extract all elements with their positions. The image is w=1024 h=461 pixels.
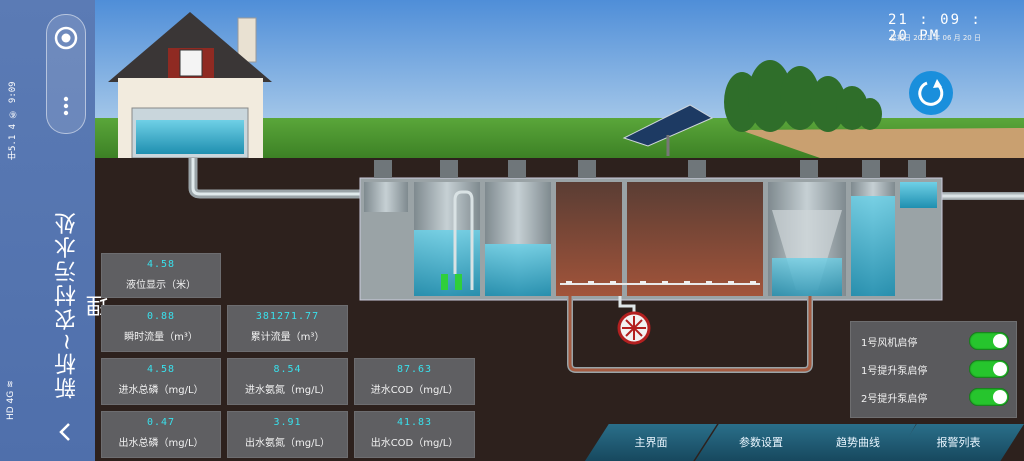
readout-value: 87.63 bbox=[396, 364, 433, 375]
tree-cluster bbox=[724, 60, 882, 132]
refresh-button[interactable] bbox=[909, 71, 953, 115]
clock-date: 星期日 2021 年 06 月 20 日 bbox=[890, 34, 981, 42]
control-fan-1: 1号风机启停 bbox=[861, 330, 1009, 352]
floating-action-pill bbox=[46, 14, 86, 134]
pump-1-toggle[interactable] bbox=[969, 360, 1009, 378]
datetime-display: 21 : 09 : 20 PM 星期日 2021 年 06 月 20 日 bbox=[888, 12, 1012, 48]
toggle-knob bbox=[993, 390, 1007, 404]
readout-level: 4.58 液位显示（米） bbox=[101, 253, 221, 298]
readout-inlet-cod: 87.63 进水COD（mg/L） bbox=[354, 358, 475, 405]
control-label: 2号提升泵启停 bbox=[861, 394, 928, 405]
solar-panel-icon bbox=[622, 104, 714, 156]
readout-label: 液位显示（米） bbox=[126, 280, 196, 291]
fan-icon bbox=[617, 311, 651, 345]
readout-label: 进水总磷（mg/L） bbox=[118, 385, 204, 396]
tab-background bbox=[893, 424, 1024, 461]
control-panel: 1号风机启停 1号提升泵启停 2号提升泵启停 bbox=[850, 321, 1017, 418]
control-label: 1号提升泵启停 bbox=[861, 366, 928, 377]
readout-outlet-cod: 41.83 出水COD（mg/L） bbox=[354, 411, 475, 458]
control-pump-1: 1号提升泵启停 bbox=[861, 358, 1009, 380]
readout-outlet-nh3: 3.91 出水氨氮（mg/L） bbox=[227, 411, 348, 458]
lift-pump-1 bbox=[441, 274, 462, 290]
control-label: 1号风机启停 bbox=[861, 338, 918, 349]
tab-label: 参数设置 bbox=[739, 436, 783, 449]
readout-label: 出水总磷（mg/L） bbox=[118, 438, 204, 449]
readout-value: 0.88 bbox=[146, 311, 176, 322]
tab-main[interactable]: 主界面 bbox=[585, 424, 717, 461]
app-title: 新析~农村污水处理 bbox=[55, 210, 112, 400]
readout-label: 出水COD（mg/L） bbox=[370, 438, 459, 449]
readout-total-flow: 381271.77 累计流量（m³） bbox=[227, 305, 348, 352]
control-pump-2: 2号提升泵启停 bbox=[861, 386, 1009, 408]
refresh-icon bbox=[918, 79, 944, 106]
readout-label: 进水氨氮（mg/L） bbox=[244, 385, 331, 396]
fan-1-toggle[interactable] bbox=[969, 332, 1009, 350]
readout-value: 8.54 bbox=[273, 364, 302, 375]
chevron-down-icon[interactable] bbox=[53, 420, 77, 444]
readout-label: 出水氨氮（mg/L） bbox=[244, 438, 331, 449]
network-status-text: HD 4G ≋ bbox=[6, 380, 16, 420]
sidebar: 中5.1 4 ⑥ 9:09 新析~农村污水处理 HD 4G ≋ bbox=[0, 0, 112, 461]
pump-2-toggle[interactable] bbox=[969, 388, 1009, 406]
readout-outlet-tp: 0.47 出水总磷（mg/L） bbox=[101, 411, 221, 458]
toggle-knob bbox=[993, 334, 1007, 348]
readout-value: 0.47 bbox=[146, 417, 176, 428]
tab-background bbox=[800, 424, 916, 461]
house-icon bbox=[108, 12, 272, 160]
tab-label: 报警列表 bbox=[936, 436, 981, 449]
readout-value: 4.58 bbox=[146, 259, 176, 270]
readout-label: 累计流量（m³） bbox=[250, 332, 325, 343]
tab-background bbox=[585, 424, 717, 461]
readout-value: 381271.77 bbox=[255, 311, 320, 322]
readout-label: 瞬时流量（m³） bbox=[124, 332, 198, 343]
tab-label: 趋势曲线 bbox=[836, 436, 880, 449]
status-bar-text: 中5.1 4 ⑥ 9:09 bbox=[8, 81, 18, 160]
tab-alarms[interactable]: 报警列表 bbox=[893, 424, 1024, 461]
readout-inlet-tp: 4.58 进水总磷（mg/L） bbox=[101, 358, 221, 405]
readout-instant-flow: 0.88 瞬时流量（m³） bbox=[101, 305, 221, 352]
readout-value: 41.83 bbox=[396, 417, 433, 428]
readout-label: 进水COD（mg/L） bbox=[370, 385, 459, 396]
circle-dot-icon[interactable] bbox=[53, 25, 79, 51]
readout-inlet-nh3: 8.54 进水氨氮（mg/L） bbox=[227, 358, 348, 405]
process-scene bbox=[95, 0, 1024, 461]
readout-value: 4.58 bbox=[146, 364, 176, 375]
more-dots-icon[interactable] bbox=[53, 93, 79, 119]
clock-time: 21 : 09 : 20 PM bbox=[888, 12, 982, 44]
tab-label: 主界面 bbox=[634, 436, 668, 449]
readout-value: 3.91 bbox=[273, 417, 302, 428]
toggle-knob bbox=[993, 362, 1007, 376]
tab-trends[interactable]: 趋势曲线 bbox=[800, 424, 916, 461]
